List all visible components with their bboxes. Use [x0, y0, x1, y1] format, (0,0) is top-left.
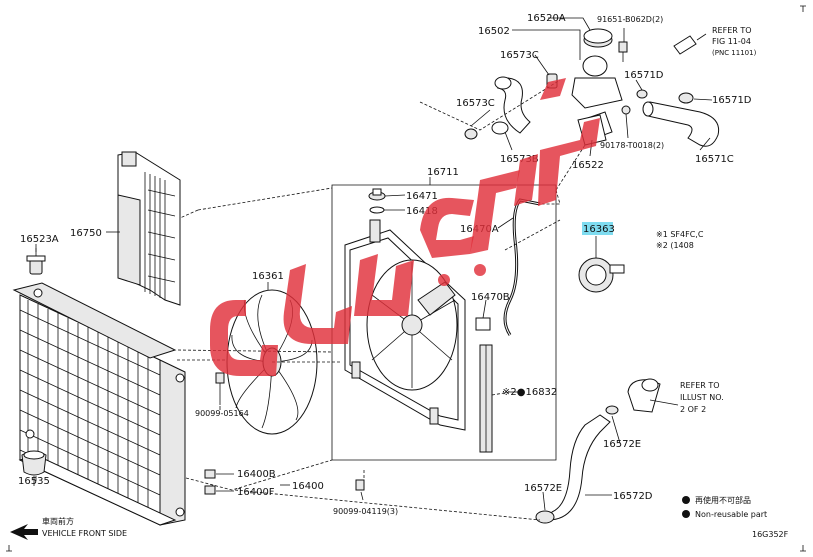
label-90099-04119: 90099-04119(3) [333, 507, 398, 516]
hose-16573B[interactable] [491, 76, 531, 135]
label-refer-illust-1: REFER TO [680, 381, 720, 390]
bolt-90178[interactable] [621, 105, 631, 115]
label-90178: 90178-T0018(2) [600, 141, 664, 150]
clamp-16573C-left[interactable] [464, 128, 478, 140]
air-guide-16750[interactable] [117, 151, 181, 306]
label-16571D-a: 16571D [624, 70, 664, 81]
label-note-2: ※2 (1408 [656, 241, 694, 250]
hose-16572D[interactable] [547, 414, 611, 521]
arrow-left-icon [10, 524, 38, 540]
grommet-16418[interactable] [369, 206, 385, 214]
clamp-16470B[interactable] [475, 317, 491, 331]
drain-cock-16400F[interactable] [204, 485, 216, 495]
hose-16571C[interactable] [642, 101, 720, 147]
label-16418: 16418 [406, 206, 438, 217]
clamp-16572E-b[interactable] [535, 510, 555, 524]
label-refer-fig-1: REFER TO [712, 26, 752, 35]
label-16711: 16711 [427, 167, 459, 178]
non-reusable-dot-icon-2 [682, 510, 690, 518]
hose-16470A[interactable] [503, 198, 541, 336]
front-label-en: VEHICLE FRONT SIDE [42, 529, 127, 538]
clip-90099-05164[interactable] [215, 372, 225, 405]
label-16571D-b: 16571D [712, 95, 752, 106]
non-reusable-dot-icon [682, 496, 690, 504]
radiator-cushion-16535[interactable] [21, 450, 47, 486]
selected-part-highlight [582, 222, 613, 235]
label-16363[interactable]: 16363 [583, 224, 615, 235]
legend: 再使用不可部品 Non-reusable part [682, 495, 767, 519]
fan-shroud-16711[interactable] [344, 219, 466, 431]
label-16573B: 16573B [500, 154, 539, 165]
hose-pipe-to-fig[interactable] [673, 35, 697, 55]
connection-lines [177, 79, 586, 521]
legend-en: Non-reusable part [695, 510, 767, 519]
label-16572E-b: 16572E [524, 483, 562, 494]
bushing-16471[interactable] [368, 188, 386, 201]
label-16400B: 16400B [237, 469, 276, 480]
clamp-16572E-a[interactable] [605, 405, 619, 415]
label-refer-fig-3: (PNC 11101) [712, 49, 757, 57]
legend-jp: 再使用不可部品 [695, 495, 751, 505]
label-16470B: 16470B [471, 292, 510, 303]
label-16572E-a: 16572E [603, 439, 641, 450]
frame-corner-marks [6, 5, 806, 552]
bolt-91651[interactable] [618, 41, 628, 62]
label-16400: 16400 [292, 481, 324, 492]
radiator-assembly[interactable] [12, 282, 186, 526]
seal-16832[interactable] [479, 344, 493, 453]
label-16750: 16750 [70, 228, 102, 239]
label-refer-illust-3: 2 OF 2 [680, 405, 706, 414]
drain-cock-16400B[interactable] [204, 469, 216, 479]
label-16571C: 16571C [695, 154, 734, 165]
label-16573C-left: 16573C [456, 98, 495, 109]
label-16523A: 16523A [20, 234, 59, 245]
label-refer-fig-2: FIG 11-04 [712, 37, 751, 46]
label-note-1: ※1 SF4FC,C [656, 230, 704, 239]
label-16471: 16471 [406, 191, 438, 202]
radiator-cap-16520A[interactable] [583, 28, 613, 48]
label-16502: 16502 [478, 26, 510, 37]
front-label-jp: 車両前方 [42, 516, 74, 526]
label-16572D: 16572D [613, 491, 653, 502]
label-refer-illust-2: ILLUST NO. [680, 393, 724, 402]
watermark-logo [210, 78, 600, 376]
water-outlet[interactable] [627, 378, 661, 413]
label-16520A: 16520A [527, 13, 566, 24]
label-16522: 16522 [572, 160, 604, 171]
label-91651: 91651-B062D(2) [597, 15, 663, 24]
diagram-code: 16G352F [752, 530, 789, 539]
label-16400F: 16400F [237, 487, 275, 498]
clamp-16571D-b[interactable] [678, 92, 694, 104]
label-16535: 16535 [18, 476, 50, 487]
vehicle-front-indicator: 車両前方 VEHICLE FRONT SIDE [10, 516, 127, 540]
clamp-16571D-a[interactable] [636, 89, 648, 99]
label-16361: 16361 [252, 271, 284, 282]
fan-motor-16363[interactable] [578, 257, 625, 293]
label-16832: ※2●16832 [502, 387, 557, 398]
bolt-90099-04119[interactable] [355, 479, 365, 491]
label-90099-05164: 90099-05164 [195, 409, 249, 418]
label-16573C-top: 16573C [500, 50, 539, 61]
